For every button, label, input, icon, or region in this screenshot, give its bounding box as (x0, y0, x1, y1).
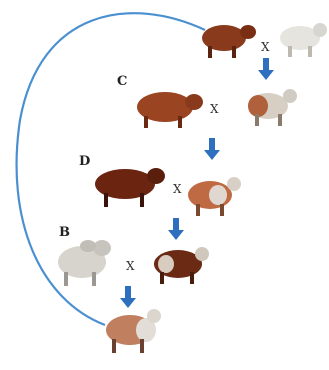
cross-symbol-3: X (173, 183, 182, 195)
grey-brahman-b (58, 240, 111, 286)
dark-bull-d (95, 168, 165, 207)
cross-symbol-4: X (126, 260, 135, 272)
down-arrow-1 (258, 58, 274, 80)
down-arrow-2 (204, 138, 220, 160)
label-b: B (59, 226, 70, 239)
red-bull-top (202, 25, 256, 58)
crossbred-3 (154, 247, 209, 284)
down-arrow-3 (168, 218, 184, 240)
cross-symbol-1: X (261, 41, 270, 53)
crossbred-1 (248, 89, 297, 126)
red-bull-c (137, 92, 203, 128)
label-c: C (117, 75, 127, 88)
label-d: D (79, 155, 90, 168)
down-arrow-4 (120, 286, 136, 308)
rotation-loop-arrow (17, 13, 205, 325)
cross-symbol-2: X (210, 103, 219, 115)
white-brahman-top (280, 23, 327, 57)
crossbred-4 (106, 309, 161, 353)
crossbred-2 (188, 177, 241, 216)
